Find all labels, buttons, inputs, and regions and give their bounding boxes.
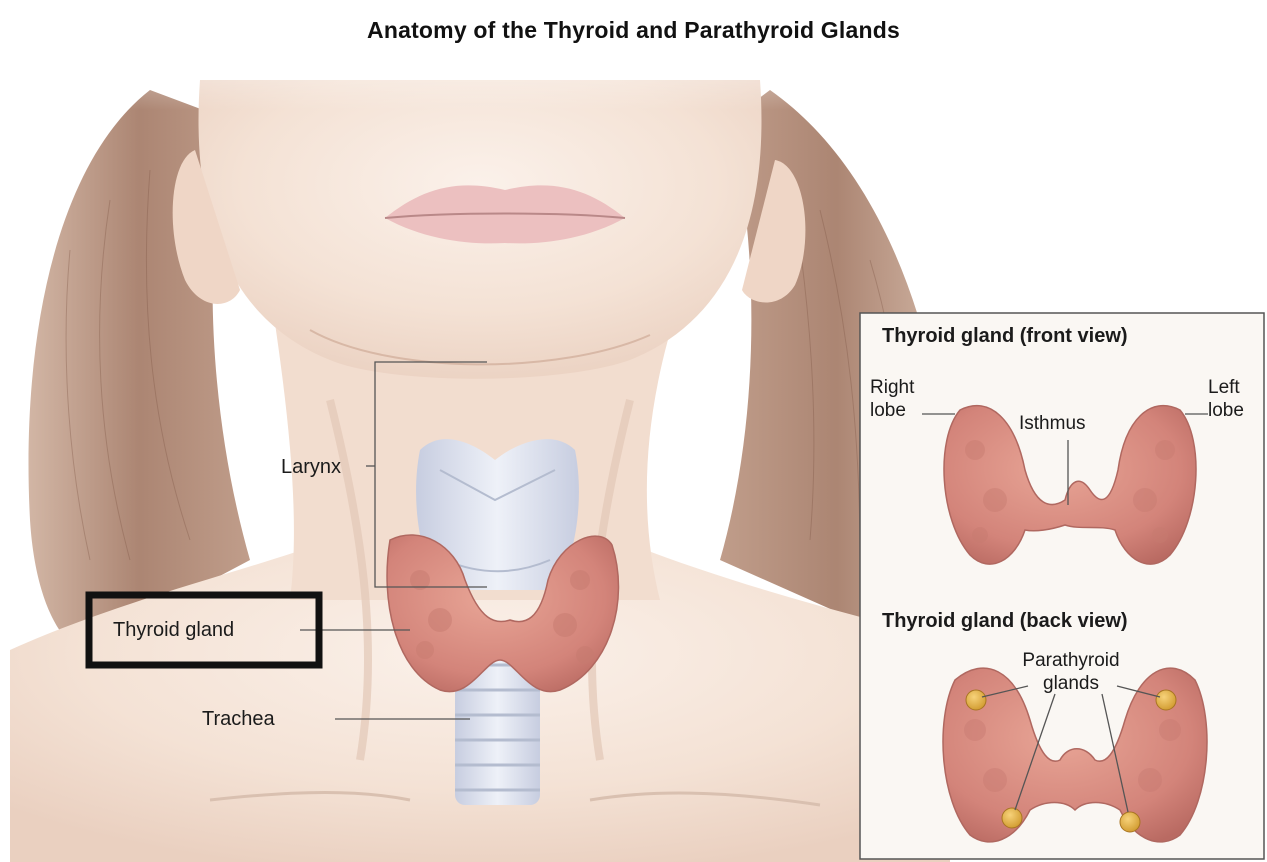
heading-back-view: Thyroid gland (back view) <box>882 611 1128 631</box>
label-left-lobe: Left lobe <box>1208 377 1244 423</box>
parathyroid-gland <box>1156 690 1176 710</box>
label-trachea: Trachea <box>202 709 275 729</box>
diagram-title: Anatomy of the Thyroid and Parathyroid G… <box>0 19 1267 42</box>
label-thyroid-gland: Thyroid gland <box>113 620 234 640</box>
parathyroid-gland <box>966 690 986 710</box>
label-right-lobe: Right lobe <box>870 377 914 423</box>
parathyroid-gland <box>1120 812 1140 832</box>
heading-front-view: Thyroid gland (front view) <box>882 326 1128 346</box>
label-larynx: Larynx <box>281 457 341 477</box>
parathyroid-gland <box>1002 808 1022 828</box>
label-isthmus: Isthmus <box>1019 414 1086 433</box>
label-parathyroid-glands: Parathyroid glands <box>996 650 1146 696</box>
